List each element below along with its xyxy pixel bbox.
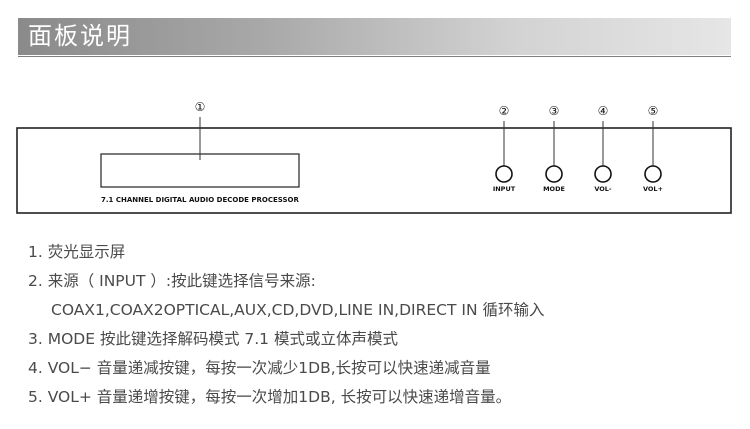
note-line-1: 1. 荧光显示屏 xyxy=(28,243,126,261)
note-line-3: 3. MODE 按此键选择解码模式 7.1 模式或立体声模式 xyxy=(28,330,398,348)
note-line-2-sources: COAX1,COAX2OPTICAL,AUX,CD,DVD,LINE IN,DI… xyxy=(51,301,545,319)
note-line-4: 4. VOL− 音量递减按键，每按一次减少1DB,长按可以快速递减音量 xyxy=(28,359,491,377)
note-line-5: 5. VOL+ 音量递增按键，每按一次增加1DB, 长按可以快速递增音量。 xyxy=(28,388,512,406)
callout-4: ④ xyxy=(598,104,609,118)
mode-knob[interactable] xyxy=(545,165,563,183)
callout-1: ① xyxy=(195,100,206,114)
vol-up-knob[interactable] xyxy=(644,165,662,183)
page-title: 面板说明 xyxy=(28,22,132,50)
brand-text: 7.1 CHANNEL DIGITAL AUDIO DECODE PROCESS… xyxy=(101,196,299,204)
input-knob[interactable] xyxy=(495,165,513,183)
callout-5: ⑤ xyxy=(648,104,659,118)
panel-notes: 1. 荧光显示屏 2. 来源（ INPUT ）:按此键选择信号来源: COAX1… xyxy=(28,238,738,412)
note-line-2: 2. 来源（ INPUT ）:按此键选择信号来源: xyxy=(28,272,316,290)
knob-label-mode: MODE xyxy=(543,185,565,193)
front-panel-diagram: ① 7.1 CHANNEL DIGITAL AUDIO DECODE PROCE… xyxy=(16,100,732,214)
callout-3: ③ xyxy=(549,104,560,118)
knob-label-vol-up: VOL+ xyxy=(643,185,663,193)
knob-label-input: INPUT xyxy=(493,185,516,193)
callout-2: ② xyxy=(499,104,510,118)
knob-label-vol-down: VOL- xyxy=(594,185,612,193)
vol-down-knob[interactable] xyxy=(594,165,612,183)
header-band xyxy=(18,18,731,55)
header-divider xyxy=(18,56,731,57)
